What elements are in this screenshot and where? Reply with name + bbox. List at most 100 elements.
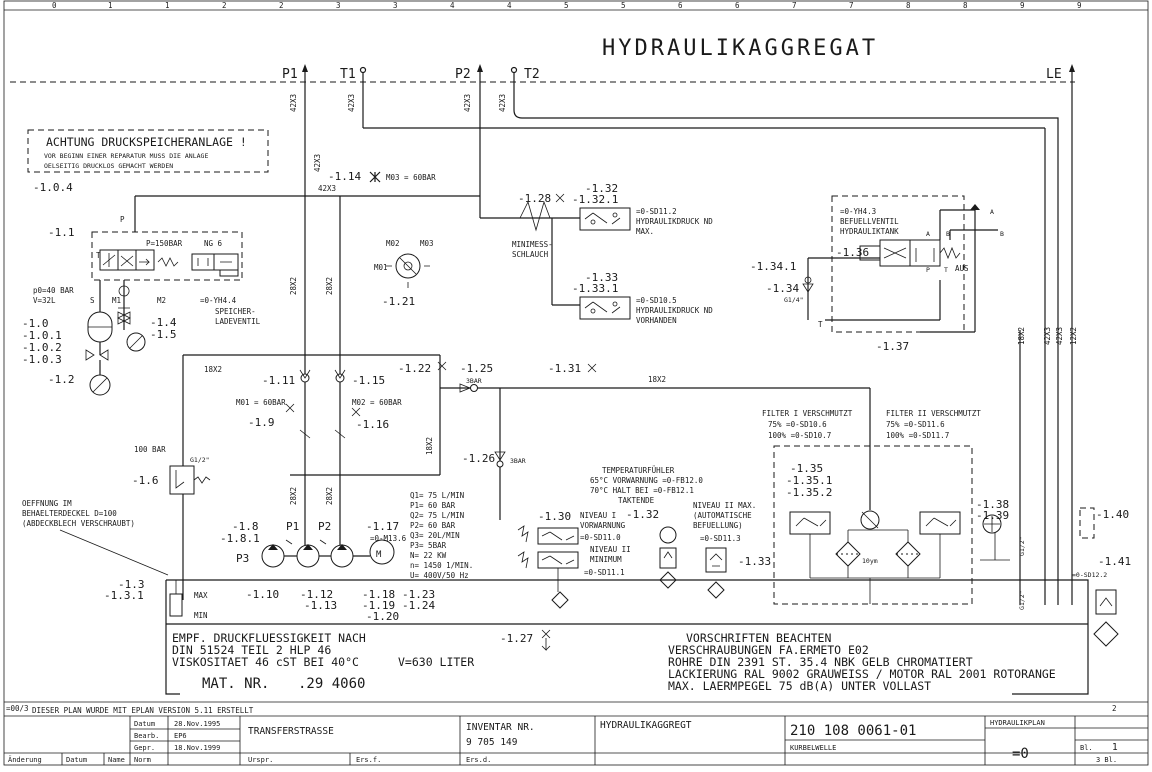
column-number: 3 [393, 1, 398, 10]
label-filter-2a: 75% =0-SD11.6 [886, 420, 945, 429]
tb-inventar-label: INVENTAR NR. [466, 722, 535, 733]
ref-1-41: -1.41 [1098, 555, 1131, 568]
label-filter-1a: 75% =0-SD10.6 [768, 420, 827, 429]
mat-nr-value: .29 4060 [298, 676, 365, 692]
eplan-note: DIESER PLAN WURDE MIT EPLAN VERSION 5.11… [32, 706, 254, 715]
ref-1-35-2: -1.35.2 [786, 486, 832, 499]
column-number: 9 [1020, 1, 1025, 10]
label-minimess-1: MINIMESS- [512, 240, 553, 249]
ref-1-9: -1.9 [248, 416, 275, 429]
ref-1-21: -1.21 [382, 295, 415, 308]
note-line: VORSCHRIFTEN BEACHTEN [686, 631, 831, 645]
ref-1-22: -1.22 [398, 362, 431, 375]
label-m1: M1 [112, 296, 121, 305]
label-m03: M03 [420, 239, 434, 248]
ref-1-4: -1.4 [150, 316, 177, 329]
warning-box: ACHTUNG DRUCKSPEICHERANLAGE ! VOR BEGINN… [27, 129, 269, 173]
ref-1-15: -1.15 [352, 374, 385, 387]
label-befuell-1: BEFUELLVENTIL [840, 217, 899, 226]
label-port-a: A [926, 230, 930, 238]
label-sd11-2: =0-SD11.2 [636, 207, 677, 216]
pipe-label-12x2-right: 12X2 [1069, 327, 1078, 345]
pipe-label-28x2-left: 28X2 [289, 277, 298, 295]
port-p1: P1 [282, 67, 298, 82]
label-p-150bar: P=150BAR [146, 239, 183, 248]
label-niveau-2a: NIVEAU II [590, 545, 631, 554]
tb-norm-label: Norm [134, 756, 151, 764]
label-hdnd-max-2: MAX. [636, 227, 654, 236]
label-oeffnung-2: BEHAELTERDECKEL D=100 [22, 509, 117, 518]
check-valve-1-26 [494, 451, 506, 468]
pipe-label-18x2-main: 18X2 [648, 375, 666, 384]
label-m01: M01 [374, 263, 388, 272]
accumulator-charging-valve [91, 231, 243, 281]
label-m2: M2 [157, 296, 166, 305]
throttle-icon-1-28 [555, 193, 565, 203]
ref-1-24: -1.24 [402, 599, 435, 612]
pressure-relief-valve [169, 465, 211, 495]
pipe-label-p1: 42X3 [289, 94, 298, 112]
ref-1-19: -1.19 [362, 599, 395, 612]
ref-1-3-1: -1.3.1 [104, 589, 144, 602]
tank-fill-valve [831, 195, 998, 333]
spec-line: Q2= 75 L/MIN [410, 511, 464, 520]
ref-1-34: -1.34 [766, 282, 799, 295]
tb-drawing-no: 210 108 0061-01 [790, 723, 916, 739]
column-numbers: 0 1 1 2 2 3 3 4 4 5 5 6 6 7 7 8 8 9 9 [52, 1, 1082, 10]
label-m02-60: M02 = 60BAR [352, 398, 402, 407]
ref-1-0: -1.0 [22, 317, 49, 330]
label-oeffnung-1: OEFFNUNG IM [22, 499, 72, 508]
label-speicher: SPEICHER- [215, 307, 256, 316]
pipe-label-28x2-pump-a: 28X2 [289, 487, 298, 505]
ref-1-26: -1.26 [462, 452, 495, 465]
tb-ursprung: Urspr. [248, 756, 273, 764]
ref-1-33-level: -1.33 [738, 555, 771, 568]
column-number: 8 [963, 1, 968, 10]
label-filter-1b: 100% =0-SD10.7 [768, 431, 831, 440]
level-switch-max [705, 547, 727, 599]
column-number: 1 [165, 1, 170, 10]
tb-datum-col: Datum [66, 756, 87, 764]
label-aus: AUS [955, 264, 969, 273]
check-valve-1-34 [802, 257, 880, 320]
ref-1-30: -1.30 [538, 510, 571, 523]
pipe-label-18x2-left: 18X2 [204, 365, 222, 374]
label-niveau-2max-2: (AUTOMATISCHE [693, 511, 752, 520]
ref-1-25: -1.25 [460, 362, 493, 375]
label-pump-p2: P2 [318, 520, 331, 533]
ref-1-37: -1.37 [876, 340, 909, 353]
sheet-border [3, 0, 1149, 766]
ref-1-35-1: -1.35.1 [786, 474, 832, 487]
tb-bl-value: 1 [1112, 742, 1118, 753]
label-line-b: B [1000, 230, 1004, 238]
spec-line: Q3= 20L/MIN [410, 531, 460, 540]
label-sd10-5: =0-SD10.5 [636, 296, 677, 305]
label-filter-2b: 100% =0-SD11.7 [886, 431, 949, 440]
pump-group: M [261, 539, 395, 568]
label-niveau-2max-3: BEFUELLUNG) [693, 521, 743, 530]
tank-volume: V=630 LITER [398, 655, 474, 669]
spec-line: N= 22 KW [410, 551, 447, 560]
return-filter-group [773, 445, 973, 605]
ref-1-11: -1.11 [262, 374, 295, 387]
spec-line: n= 1450 1/MIN. [410, 561, 473, 570]
label-sd12-2: =0-SD12.2 [1072, 571, 1107, 579]
accumulator [85, 280, 113, 396]
label-port-p: P [926, 266, 930, 274]
label-t-accumulator: T [96, 251, 101, 260]
label-ng6: NG 6 [204, 239, 223, 248]
pressure-switch-max [579, 207, 631, 231]
label-port-t: T [944, 266, 948, 274]
level-switch-group [517, 525, 579, 609]
heat-exchanger [980, 514, 1010, 561]
column-number: 4 [450, 1, 455, 10]
throttle-icon-1-22 [437, 361, 447, 371]
label-temp-4: TAKTENDE [618, 496, 655, 505]
label-filter-1: FILTER I VERSCHMUTZT [762, 409, 853, 418]
label-temp-3: 70°C HALT BEI =0-FB12.1 [590, 486, 694, 495]
label-v32: V=32L [33, 296, 56, 305]
label-temp-2: 65°C VORWARNUNG =0-FB12.0 [590, 476, 703, 485]
warning-line-2: OELSEITIG DRUCKLOS GEMACHT WERDEN [44, 162, 173, 170]
tb-gepr-label: Gepr. [134, 744, 155, 752]
